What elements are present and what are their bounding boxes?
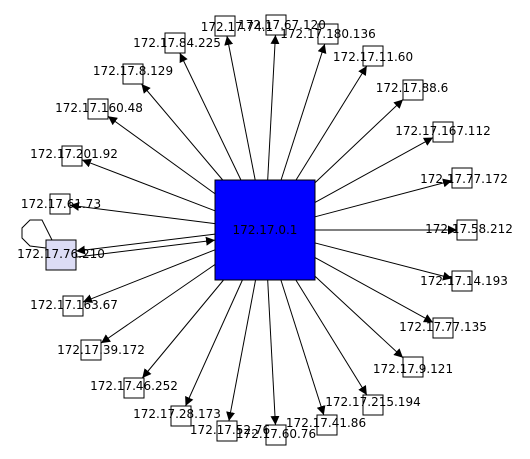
edge-arrow-8 [314,242,453,281]
peer-node-label: 172.17.52.76 [190,423,270,437]
peer-node-label: 172.17.201.92 [30,147,118,161]
peer-node-label: 172.17.163.67 [30,298,118,312]
edge-arrow-16 [141,279,224,379]
peer-node-label: 172.17.160.48 [55,101,143,115]
peer-node-label: 172.17.9.121 [373,362,453,376]
edge-arrow-21 [81,158,216,212]
peer-node-22[interactable] [87,98,109,120]
peer-node-label: 172.17.180.136 [280,27,375,41]
edge-arrow-18 [82,249,216,303]
peer-node-label: 172.17.28.173 [133,407,221,421]
edge-arrow-24 [179,52,242,181]
peer-node-8[interactable] [451,270,473,292]
peer-node-18[interactable] [62,295,84,317]
peer-node-label: 172.17.61.73 [21,197,101,211]
edge-arrow-11 [295,279,368,396]
peer-node-2[interactable] [317,23,339,45]
center-node[interactable] [214,179,316,281]
peer-node-label: 172.17.8.129 [93,64,173,78]
edge-arrow-5 [314,137,434,203]
edge-arrow-3 [295,65,368,181]
peer-node-9[interactable] [432,317,454,339]
peer-node-24[interactable] [164,32,186,54]
edge-arrow-10 [314,275,404,359]
peer-node-15[interactable] [170,405,192,427]
edge-arrow-19 [75,233,216,255]
edges-layer [21,34,457,426]
peer-node-label: 172.17.88.6 [376,81,449,95]
peer-node-label: 172.17.46.252 [90,379,178,393]
peer-node-7[interactable] [456,219,478,241]
peer-node-label: 172.17.39.172 [57,343,145,357]
peer-node-14[interactable] [216,420,238,442]
peer-node-label: 172.17.84.225 [133,36,221,50]
edge-arrow-1 [267,34,280,181]
edge-arrow-20 [69,201,216,225]
self-loop-19 [21,219,53,249]
edge-arrow-15 [185,279,243,407]
peer-node-3[interactable] [362,45,384,67]
edge-arrow-14 [226,279,257,422]
edge-arrow-22 [107,115,216,195]
peer-node-10[interactable] [402,356,424,378]
edge-arrow-17 [100,264,216,344]
peer-node-label: 172.17.60.76 [236,427,316,441]
edge-arrow-6 [314,178,453,218]
edge-arrow-4 [314,99,404,184]
peer-node-0[interactable] [214,15,236,37]
edge-arrow-23 [141,83,224,181]
edge-arrow-0 [224,35,256,181]
peer-node-19[interactable] [45,239,77,271]
peer-node-label: 172.17.11.60 [333,50,413,64]
peer-node-label: 172.17.14.193 [420,274,508,288]
peer-node-13[interactable] [265,424,287,446]
edge-arrow-13 [267,279,280,426]
peer-node-label: 172.17.67.120 [238,18,326,32]
peer-node-12[interactable] [316,414,338,436]
peer-node-5[interactable] [432,121,454,143]
peer-node-label: 172.17.77.172 [420,172,508,186]
peer-node-6[interactable] [451,167,473,189]
edge-arrow-12 [280,279,326,416]
peer-node-21[interactable] [61,145,83,167]
peer-node-16[interactable] [123,377,145,399]
edge-arrow-2 [280,43,327,181]
edge-arrow-back-19 [75,236,216,258]
peer-node-17[interactable] [80,339,102,361]
peer-node-label: 172.17.76.210 [17,247,105,261]
peer-node-label: 172.17.215.194 [325,395,420,409]
peer-node-4[interactable] [402,79,424,101]
peer-node-23[interactable] [122,63,144,85]
peer-node-label: 172.17.167.112 [395,124,490,138]
peer-node-label: 172.17.77.135 [399,320,487,334]
peer-node-20[interactable] [49,193,71,215]
peer-node-1[interactable] [265,14,287,36]
peer-node-label: 172.17.74.1 [201,20,274,34]
peer-node-11[interactable] [362,394,384,416]
peer-node-label: 172.17.41.86 [286,416,366,430]
center-node-label: 172.17.0.1 [233,223,298,237]
nodes-layer: 172.17.0.1 [45,14,478,446]
edge-arrow-9 [314,257,434,323]
peer-node-label: 172.17.58.212 [425,222,513,236]
